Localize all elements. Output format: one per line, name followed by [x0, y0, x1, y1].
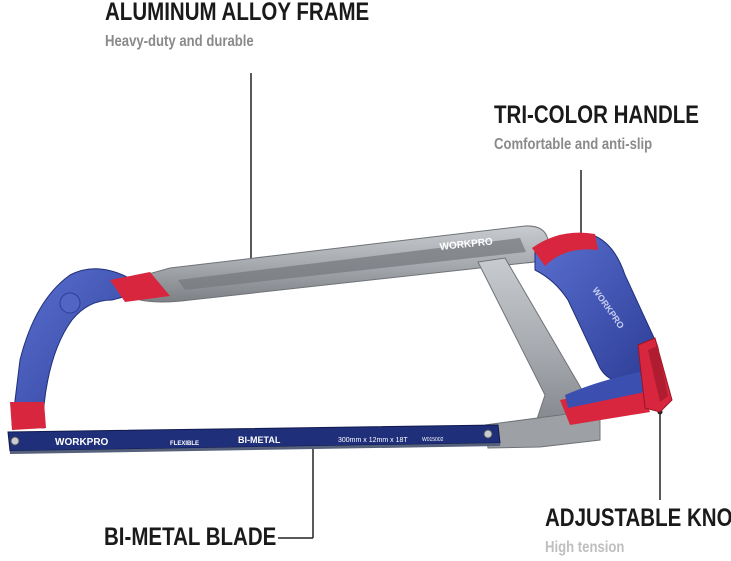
- frame-top-channel: [178, 238, 526, 290]
- front-bow-red-tip: [10, 402, 46, 430]
- blade-callout: BI-METAL BLADE: [104, 525, 314, 550]
- frame-callout: ALUMINUM ALLOY FRAME Heavy-duty and dura…: [105, 0, 427, 51]
- blade-callout-title: BI-METAL BLADE: [104, 523, 277, 551]
- blade-teeth: [10, 443, 500, 454]
- blade-spec-text: 300mm x 12mm x 18T: [338, 437, 408, 444]
- knob-callout-title: ADJUSTABLE KNOB: [545, 504, 731, 532]
- knob-callout: ADJUSTABLE KNOB High tension: [545, 506, 731, 557]
- frame-callout-title: ALUMINUM ALLOY FRAME: [105, 0, 370, 26]
- blade-code-text: W015002: [422, 437, 444, 443]
- handle-callout: TRI-COLOR HANDLE Comfortable and anti-sl…: [494, 103, 731, 154]
- frame-callout-subtitle: Heavy-duty and durable: [105, 33, 254, 50]
- blade-material-text: BI-METAL: [238, 435, 281, 445]
- rear-handle-blue-lower: [565, 372, 645, 408]
- handle-callout-subtitle: Comfortable and anti-slip: [494, 136, 653, 153]
- blade-pin-rear: [483, 429, 493, 439]
- rear-handle-red-top: [532, 232, 598, 266]
- blade-flex-text: FLEXIBLE: [170, 441, 199, 447]
- front-bow-red-band: [110, 272, 170, 302]
- blade-pin-front: [10, 436, 20, 446]
- bow-logo-icon: [59, 292, 81, 314]
- blade-brand-text: WORKPRO: [55, 437, 109, 448]
- handle-callout-title: TRI-COLOR HANDLE: [494, 101, 699, 129]
- knob-callout-subtitle: High tension: [545, 539, 625, 556]
- adjustable-knob-shade: [648, 346, 668, 402]
